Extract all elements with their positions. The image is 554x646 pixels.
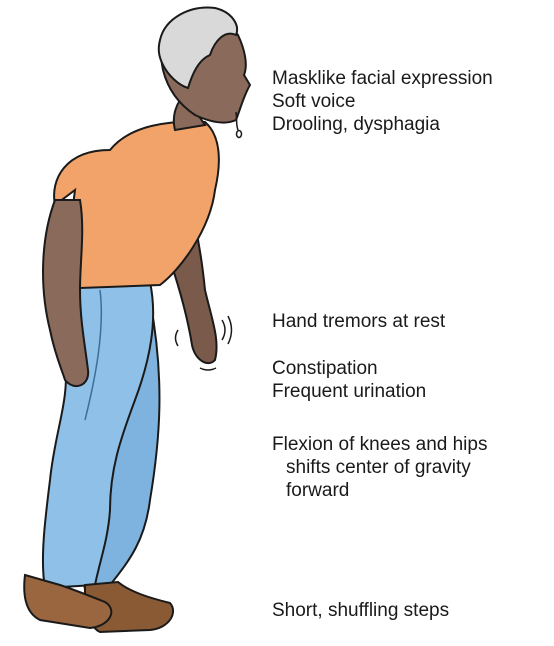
- gait-label: Short, shuffling steps: [272, 599, 449, 622]
- label-shuffling-steps: Short, shuffling steps: [272, 599, 449, 622]
- label-flexion: Flexion of knees and hips: [272, 433, 487, 456]
- label-soft-voice: Soft voice: [272, 90, 493, 113]
- label-masklike-face: Masklike facial expression: [272, 67, 493, 90]
- label-frequent-urination: Frequent urination: [272, 380, 426, 403]
- autonomic-symptoms-label: Constipation Frequent urination: [272, 357, 426, 403]
- label-center-gravity: shifts center of gravity: [272, 456, 487, 479]
- face-symptoms-label: Masklike facial expression Soft voice Dr…: [272, 67, 493, 136]
- label-drooling: Drooling, dysphagia: [272, 113, 493, 136]
- label-forward: forward: [272, 479, 487, 502]
- label-hand-tremors: Hand tremors at rest: [272, 310, 445, 333]
- label-constipation: Constipation: [272, 357, 426, 380]
- drool: [236, 112, 242, 138]
- tremor-label: Hand tremors at rest: [272, 310, 445, 333]
- posture-label: Flexion of knees and hips shifts center …: [272, 433, 487, 502]
